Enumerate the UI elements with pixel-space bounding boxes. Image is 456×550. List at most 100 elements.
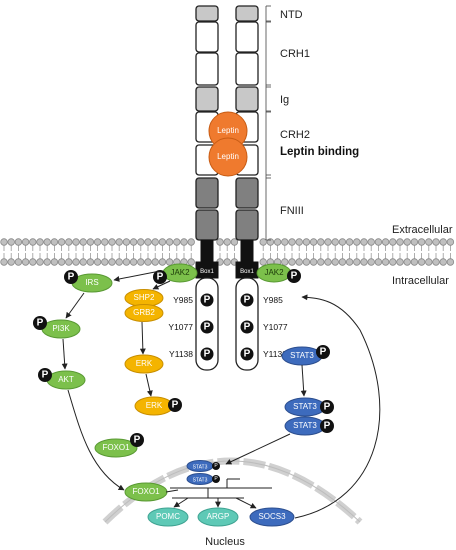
box1-right-label: Box1 — [240, 269, 254, 275]
lipid-head — [317, 238, 325, 246]
stat3-label: STAT3 — [293, 421, 317, 430]
lipid-head — [86, 258, 95, 266]
akt-label: AKT — [58, 375, 74, 384]
svg-text:STAT3: STAT3 — [193, 477, 208, 483]
lipid-head — [281, 238, 289, 246]
lipid-head — [223, 238, 231, 246]
domain-label-crh2: CRH2 — [280, 129, 310, 141]
lipid-head — [187, 258, 195, 266]
svg-text:P: P — [157, 272, 164, 283]
phospho-marker — [153, 270, 167, 284]
y985-left-label: Y985 — [173, 295, 193, 305]
lipid-head — [14, 258, 23, 266]
lipid-head — [410, 258, 419, 266]
lipid-head — [144, 238, 152, 246]
lipid-head — [331, 258, 339, 266]
lipid-head — [36, 258, 44, 266]
lipid-head — [432, 238, 440, 246]
lipid-head — [158, 258, 167, 266]
lipid-head — [50, 238, 59, 246]
erk-phospho-node: ERK P — [134, 396, 182, 416]
lipid-head — [389, 258, 397, 266]
pi3k-label: PI3K — [52, 324, 70, 333]
lipid-head — [367, 238, 375, 246]
lipid-head — [65, 238, 73, 246]
lipid-head — [115, 238, 123, 246]
lipid-head — [367, 258, 375, 266]
lipid-head — [129, 258, 138, 266]
lipid-head — [158, 238, 167, 246]
pathway-arrows — [61, 270, 381, 519]
lipid-head — [345, 258, 354, 266]
lipid-head — [374, 238, 383, 246]
y1077-left-label: Y1077 — [168, 322, 193, 332]
svg-text:STAT3: STAT3 — [193, 464, 208, 470]
svg-text:P: P — [320, 347, 327, 358]
pi3k-node: PI3K P — [33, 316, 81, 339]
svg-text:P: P — [204, 295, 211, 306]
stat3-label: STAT3 — [293, 402, 317, 411]
lipid-head — [101, 238, 109, 246]
leptin-label: Leptin — [217, 152, 239, 161]
lipid-head — [79, 238, 87, 246]
pomc-node: POMC — [147, 507, 189, 527]
foxo1-cytoplasm-node: FOXO1 P — [94, 433, 144, 458]
lipid-head — [79, 258, 87, 266]
lipid-head — [29, 238, 37, 246]
lipid-head — [324, 258, 332, 266]
nucleus-label: Nucleus — [205, 536, 245, 548]
lipid-head — [165, 258, 174, 266]
domain-label-fniii: FNIII — [280, 205, 304, 217]
lipid-head — [425, 238, 433, 246]
lipid-head — [389, 238, 397, 246]
lipid-head — [0, 258, 8, 266]
socs3-node: SOCS3 — [249, 507, 295, 527]
leptin-label: Leptin — [217, 126, 239, 135]
foxo1-label: FOXO1 — [102, 443, 130, 452]
lipid-head — [396, 238, 404, 246]
lipid-head — [115, 258, 123, 266]
jak2-label: JAK2 — [170, 268, 190, 277]
cell-membrane — [0, 238, 455, 266]
box1-left-label: Box1 — [200, 269, 214, 275]
grb2-label: GRB2 — [133, 308, 155, 317]
lipid-head — [216, 238, 224, 246]
lipid-head — [295, 238, 303, 246]
svg-text:P: P — [37, 318, 44, 329]
foxo1-label: FOXO1 — [132, 487, 160, 496]
svg-text:P: P — [134, 435, 141, 446]
foxo1-inhibition-line — [165, 489, 179, 493]
lipid-head — [403, 238, 411, 246]
stat3-node: STAT3 P — [281, 345, 330, 366]
lipid-head — [360, 238, 368, 246]
receptor-chain-left — [195, 5, 219, 371]
lipid-head — [302, 258, 311, 266]
lipid-head — [21, 258, 30, 266]
pomc-label: POMC — [156, 512, 180, 521]
lipid-head — [446, 258, 455, 266]
stat3-dimer-bottom: STAT3 P — [284, 416, 334, 436]
lipid-head — [165, 238, 174, 246]
lipid-head — [21, 238, 30, 246]
stat3-dimer-top: STAT3 P — [284, 397, 334, 417]
lipid-head — [432, 258, 440, 266]
lipid-head — [345, 238, 354, 246]
lipid-head — [259, 258, 267, 266]
lipid-head — [381, 238, 390, 246]
argp-label: ARGP — [207, 512, 230, 521]
lipid-head — [180, 238, 188, 246]
lipid-head — [281, 258, 289, 266]
lipid-head — [108, 258, 116, 266]
svg-text:P: P — [42, 370, 49, 381]
lipid-head — [14, 238, 23, 246]
lipid-head — [57, 258, 66, 266]
lipid-head — [29, 258, 37, 266]
lipid-head — [65, 258, 73, 266]
lipid-head — [446, 238, 455, 246]
lipid-head — [93, 238, 102, 246]
lipid-head — [7, 238, 15, 246]
lipid-head — [288, 258, 296, 266]
jak2-right: JAK2 P — [256, 263, 301, 283]
svg-text:P: P — [244, 349, 251, 360]
